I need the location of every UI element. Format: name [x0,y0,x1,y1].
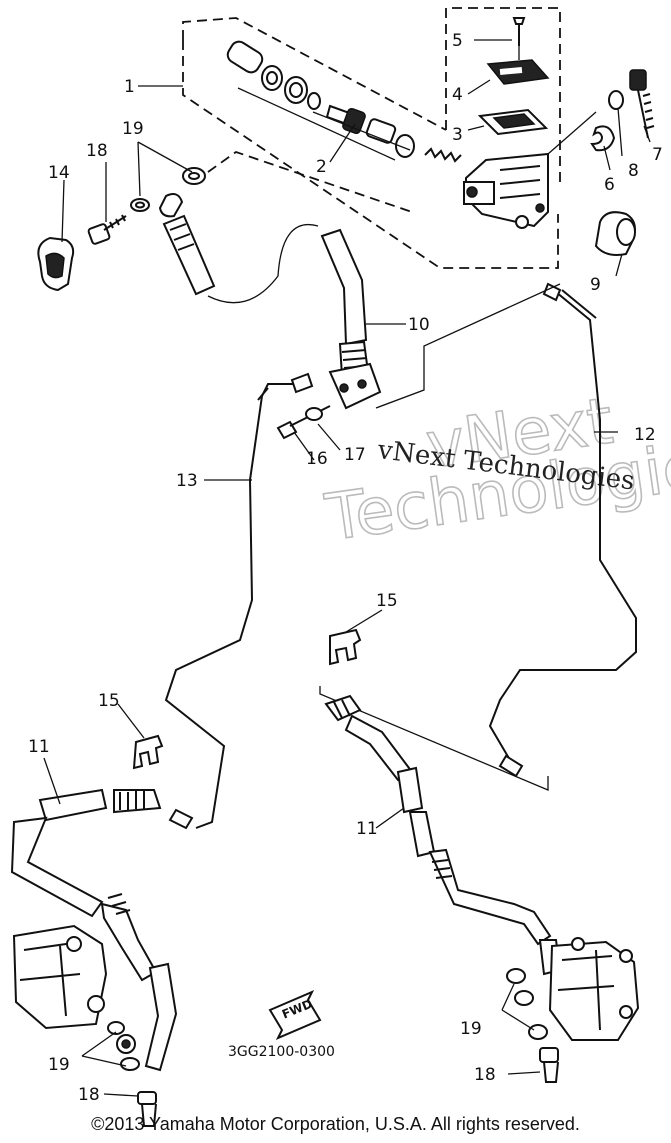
bolt-16-washer-17 [276,405,331,440]
top-left-fittings [37,167,319,304]
leader-lines [43,39,651,1097]
callout-15-right: 15 [376,591,398,611]
left-caliper [12,924,125,1035]
callout-1: 1 [124,77,135,97]
cover-part-9 [594,211,636,256]
callout-13: 13 [176,471,198,491]
clips-15 [132,628,362,770]
watermark: vNext Technologies vNext Technologies [320,384,671,557]
piston-kit-parts [226,40,462,163]
callout-3: 3 [452,125,463,145]
callout-labels: 1 2 3 4 5 6 7 8 9 10 11 11 12 13 14 15 1… [28,31,663,1105]
callout-18-top: 18 [86,141,108,161]
callout-6: 6 [604,175,615,195]
callout-11-left: 11 [28,737,50,757]
copyright-notice: ©2013 Yamaha Motor Corporation, U.S.A. A… [91,1114,580,1134]
callout-19-left: 19 [48,1055,70,1075]
brake-hose-10 [320,228,382,410]
fwd-arrow: FWD [268,990,322,1040]
diagram-code: 3GG2100-0300 [228,1044,335,1060]
callout-18-left: 18 [78,1085,100,1105]
brake-pipes [164,282,637,830]
holder-bolt-parts [590,69,655,152]
callout-9: 9 [590,275,601,295]
master-cylinder-body [463,111,597,229]
callout-19-top: 19 [122,119,144,139]
callout-5: 5 [452,31,463,51]
callout-17: 17 [344,445,366,465]
master-cylinder-assembly-boundary [182,7,561,269]
callout-14: 14 [48,163,70,183]
callout-12: 12 [634,425,656,445]
reservoir-cap-parts [477,17,550,136]
left-brake-hose-11 [10,788,178,1072]
callout-4: 4 [452,85,463,105]
callout-18-right: 18 [474,1065,496,1085]
right-caliper [548,937,640,1041]
callout-19-right: 19 [460,1019,482,1039]
callout-16: 16 [306,449,328,469]
callout-2: 2 [316,157,327,177]
callout-15-left: 15 [98,691,120,711]
right-washers-bolt [506,968,559,1083]
callout-10: 10 [408,315,430,335]
callout-11-right: 11 [356,819,378,839]
callout-8: 8 [628,161,639,181]
callout-7: 7 [652,145,663,165]
left-washers-bolt [120,1057,157,1127]
